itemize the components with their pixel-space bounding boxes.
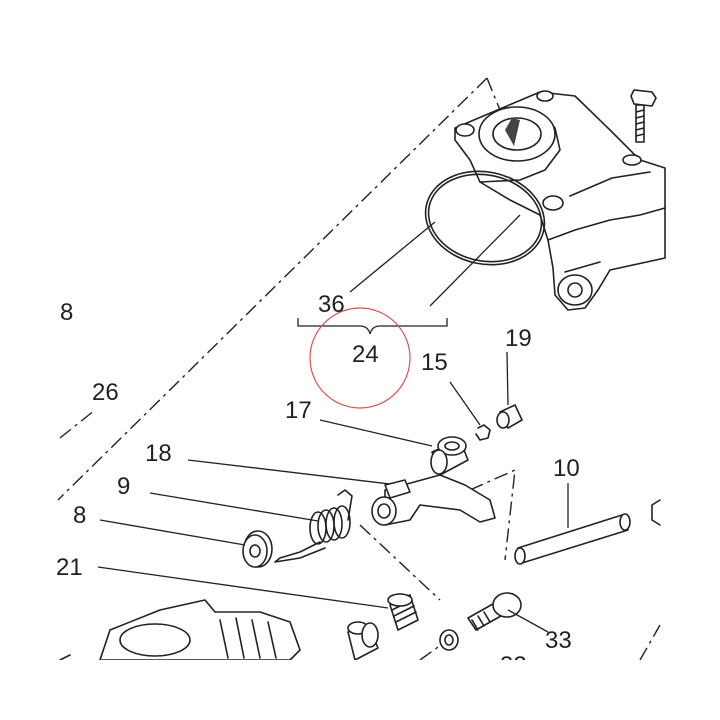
leader-36a (349, 221, 436, 293)
axis-line-bottom-right (639, 624, 661, 661)
label-17: 17 (285, 397, 312, 424)
leader-18 (187, 459, 391, 485)
clip-15 (475, 424, 491, 441)
leader-lines (97, 214, 569, 633)
bolt-top-right (630, 89, 657, 143)
highlight-circle (309, 307, 411, 409)
lever-arm-18 (371, 474, 496, 526)
label-10: 10 (553, 455, 580, 482)
leader-36b (429, 214, 521, 307)
label-36: 36 (318, 291, 345, 318)
label-18: 18 (145, 440, 172, 467)
axis-line-lower (359, 524, 441, 601)
assembly-axis-lines (57, 77, 661, 661)
leader-19 (506, 351, 509, 406)
bushing-17 (430, 436, 469, 476)
leader-9 (149, 492, 319, 522)
callout-bracket (297, 318, 448, 335)
bottom-blank-band (0, 660, 720, 720)
label-33: 33 (545, 627, 572, 654)
lower-housing (59, 599, 301, 661)
bolt-33 (439, 592, 522, 651)
label-21: 21 (56, 554, 83, 581)
leader-15 (449, 381, 481, 426)
label-26: 26 (92, 379, 119, 406)
lower-bushing (347, 621, 379, 661)
spring-9 (274, 489, 353, 563)
axis-line-main (57, 77, 488, 501)
axis-line-bore (486, 77, 511, 136)
insert-21 (387, 593, 419, 631)
label-8: 8 (73, 502, 86, 529)
sleeve-19 (496, 404, 523, 429)
leader-17 (319, 419, 433, 447)
lever-housing (454, 90, 666, 311)
leader-33 (507, 609, 549, 633)
label-15: 15 (421, 349, 448, 376)
label-19: 19 (505, 325, 532, 352)
leader-8 (99, 519, 246, 546)
part-right-edge (651, 499, 661, 526)
leader-21 (97, 566, 389, 609)
label-9: 9 (117, 473, 130, 500)
axis-line-bottom (419, 641, 446, 661)
label-24: 24 (352, 341, 379, 368)
washer-8 (242, 530, 273, 568)
axis-line-26 (59, 409, 96, 439)
label-8-left: 8 (60, 299, 73, 326)
axis-line-shaft (469, 468, 516, 561)
shaft-10 (514, 513, 631, 565)
